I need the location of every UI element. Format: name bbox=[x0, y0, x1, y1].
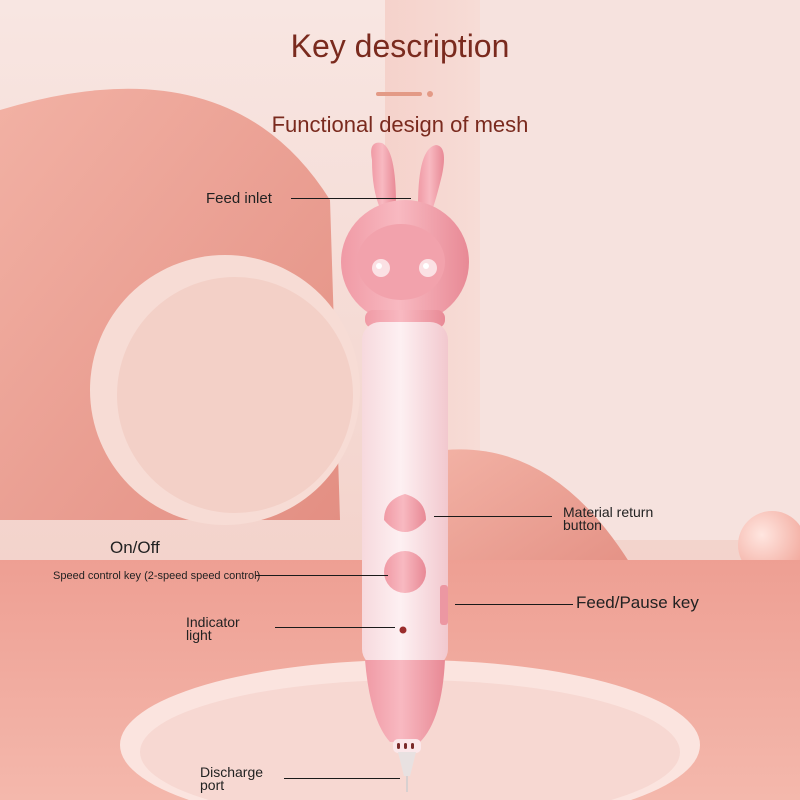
discharge-label-line2: port bbox=[200, 777, 225, 793]
discharge-nozzle bbox=[398, 752, 416, 776]
feed-pause-leader bbox=[455, 604, 573, 605]
page-title: Key description bbox=[290, 28, 510, 64]
title-divider bbox=[376, 92, 422, 96]
discharge-leader bbox=[284, 778, 400, 779]
feed-inlet-leader bbox=[291, 198, 411, 199]
title-divider-dot bbox=[427, 91, 433, 97]
material-return-label-line1: Material return bbox=[563, 504, 654, 520]
indicator-leader bbox=[275, 627, 395, 628]
on-off-speed-button bbox=[384, 551, 426, 593]
material-return-label-line2: button bbox=[563, 517, 602, 533]
feed-pause-side-button bbox=[440, 585, 448, 625]
indicator-label-line1: Indicator bbox=[186, 614, 240, 630]
pen-tip-housing bbox=[365, 660, 445, 742]
indicator-light bbox=[399, 626, 407, 634]
speed-control-leader bbox=[256, 575, 388, 576]
on-off-label: On/Off bbox=[110, 538, 160, 557]
discharge-label-line1: Discharge bbox=[200, 764, 264, 780]
feed-pause-label: Feed/Pause key bbox=[576, 593, 699, 612]
material-return-button bbox=[384, 494, 426, 532]
indicator-label-line2: light bbox=[186, 627, 212, 643]
feed-inlet-label: Feed inlet bbox=[206, 190, 272, 207]
speed-control-label: Speed control key (2-speed speed control… bbox=[53, 570, 261, 582]
bunny-ears-icon bbox=[371, 142, 444, 210]
material-return-leader bbox=[434, 516, 552, 517]
page-subtitle: Functional design of mesh bbox=[271, 112, 529, 137]
